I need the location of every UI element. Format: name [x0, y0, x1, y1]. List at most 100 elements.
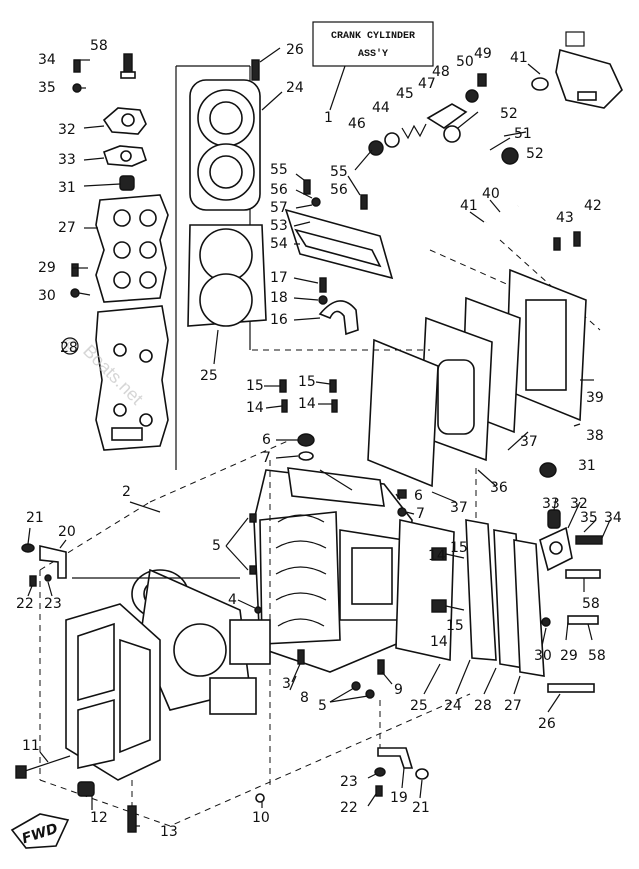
callout-54: 54 — [270, 236, 288, 252]
callout-25-b: 25 — [410, 698, 428, 714]
callout-12: 12 — [90, 810, 108, 826]
callout-6-a: 6 — [262, 432, 271, 448]
crankshaft-crankcase-group — [15, 439, 471, 833]
callout-38: 38 — [586, 428, 604, 444]
callout-20: 20 — [58, 524, 76, 540]
callout-50: 50 — [456, 54, 474, 70]
callout-1: 1 — [324, 110, 333, 126]
callout-15-d: 15 — [446, 618, 464, 634]
callout-14-b: 14 — [298, 396, 316, 412]
watermark-symbol: © — [64, 336, 77, 356]
callout-15-a: 15 — [246, 378, 264, 394]
callout-7-a: 7 — [262, 450, 271, 466]
assembly-title-box: CRANK CYLINDER ASS'Y — [312, 21, 434, 111]
callout-11: 11 — [22, 738, 40, 754]
callout-30-a: 30 — [38, 288, 56, 304]
callout-58-a: 58 — [90, 38, 108, 54]
callout-31-b: 31 — [578, 458, 596, 474]
callout-21-a: 21 — [26, 510, 44, 526]
callout-23-a: 23 — [44, 596, 62, 612]
callout-33-a: 33 — [58, 152, 76, 168]
callout-15-c: 15 — [450, 540, 468, 556]
callout-10: 10 — [252, 810, 270, 826]
callout-5-a: 5 — [212, 538, 221, 554]
callout-21-b: 21 — [412, 800, 430, 816]
fwd-arrow: FWD — [10, 813, 70, 849]
cover-group-right — [367, 462, 611, 807]
callout-53: 53 — [270, 218, 288, 234]
callout-13: 13 — [160, 824, 178, 840]
callout-19: 19 — [390, 790, 408, 806]
callout-24-a: 24 — [286, 80, 304, 96]
callout-34-a: 34 — [38, 52, 56, 68]
callout-31-a: 31 — [58, 180, 76, 196]
callout-32-b: 32 — [570, 496, 588, 512]
callout-34-b: 34 — [604, 510, 622, 526]
callout-58-b: 58 — [582, 596, 600, 612]
callout-51: 51 — [514, 126, 532, 142]
callout-29-b: 29 — [560, 648, 578, 664]
callout-6-b: 6 — [414, 488, 423, 504]
cylinder-head-group — [175, 47, 283, 470]
fitting-hose-group — [354, 31, 623, 331]
callout-8: 8 — [300, 690, 309, 706]
callout-24-b: 24 — [444, 698, 462, 714]
cover-group-left — [70, 53, 169, 451]
callout-55-b: 55 — [330, 164, 348, 180]
callout-44: 44 — [372, 100, 390, 116]
callout-33-b: 33 — [542, 496, 560, 512]
callout-2: 2 — [122, 484, 131, 500]
callout-55-a: 55 — [270, 162, 288, 178]
callout-14-c: 14 — [428, 548, 446, 564]
crankcase-block — [225, 379, 455, 790]
callout-39: 39 — [586, 390, 604, 406]
callout-41-a: 41 — [510, 50, 528, 66]
callout-32-a: 32 — [58, 122, 76, 138]
callout-57: 57 — [270, 200, 288, 216]
exhaust-cover-group — [252, 268, 594, 503]
callout-5-b: 5 — [318, 698, 327, 714]
callout-36: 36 — [490, 480, 508, 496]
callout-41-b: 41 — [460, 198, 478, 214]
callout-30-b: 30 — [534, 648, 552, 664]
callout-7-b: 7 — [416, 506, 425, 522]
callout-37-b: 37 — [450, 500, 468, 516]
callout-22-a: 22 — [16, 596, 34, 612]
assembly-title-line2: ASS'Y — [358, 48, 388, 60]
callout-3: 3 — [282, 676, 291, 692]
callout-37-a: 37 — [520, 434, 538, 450]
callout-27-a: 27 — [58, 220, 76, 236]
callout-9: 9 — [394, 682, 403, 698]
callout-28-b: 28 — [474, 698, 492, 714]
callout-18: 18 — [270, 290, 288, 306]
callout-labels: 58 34 35 32 33 31 27 29 30 28 26 24 25 1… — [16, 38, 622, 840]
callout-49: 49 — [474, 46, 492, 62]
cover-plate-group — [284, 173, 394, 336]
callout-56-a: 56 — [270, 182, 288, 198]
assembly-title-line1: CRANK CYLINDER — [331, 31, 415, 42]
callout-42: 42 — [584, 198, 602, 214]
callout-26-a: 26 — [286, 42, 304, 58]
callout-35-a: 35 — [38, 80, 56, 96]
callout-15-b: 15 — [298, 374, 316, 390]
callout-35-b: 35 — [580, 510, 598, 526]
callout-52-b: 52 — [526, 146, 544, 162]
callout-58-c: 58 — [588, 648, 606, 664]
callout-23-b: 23 — [340, 774, 358, 790]
callout-16: 16 — [270, 312, 288, 328]
callout-17: 17 — [270, 270, 288, 286]
callout-26-b: 26 — [538, 716, 556, 732]
callout-29-a: 29 — [38, 260, 56, 276]
callout-43: 43 — [556, 210, 574, 226]
callout-22-b: 22 — [340, 800, 358, 816]
callout-48: 48 — [432, 64, 450, 80]
callout-46: 46 — [348, 116, 366, 132]
callout-28-a: 28 — [60, 340, 78, 356]
callout-25-a: 25 — [200, 368, 218, 384]
callout-56-b: 56 — [330, 182, 348, 198]
callout-45: 45 — [396, 86, 414, 102]
callout-40: 40 — [482, 186, 500, 202]
callout-52-a: 52 — [500, 106, 518, 122]
callout-27-b: 27 — [504, 698, 522, 714]
